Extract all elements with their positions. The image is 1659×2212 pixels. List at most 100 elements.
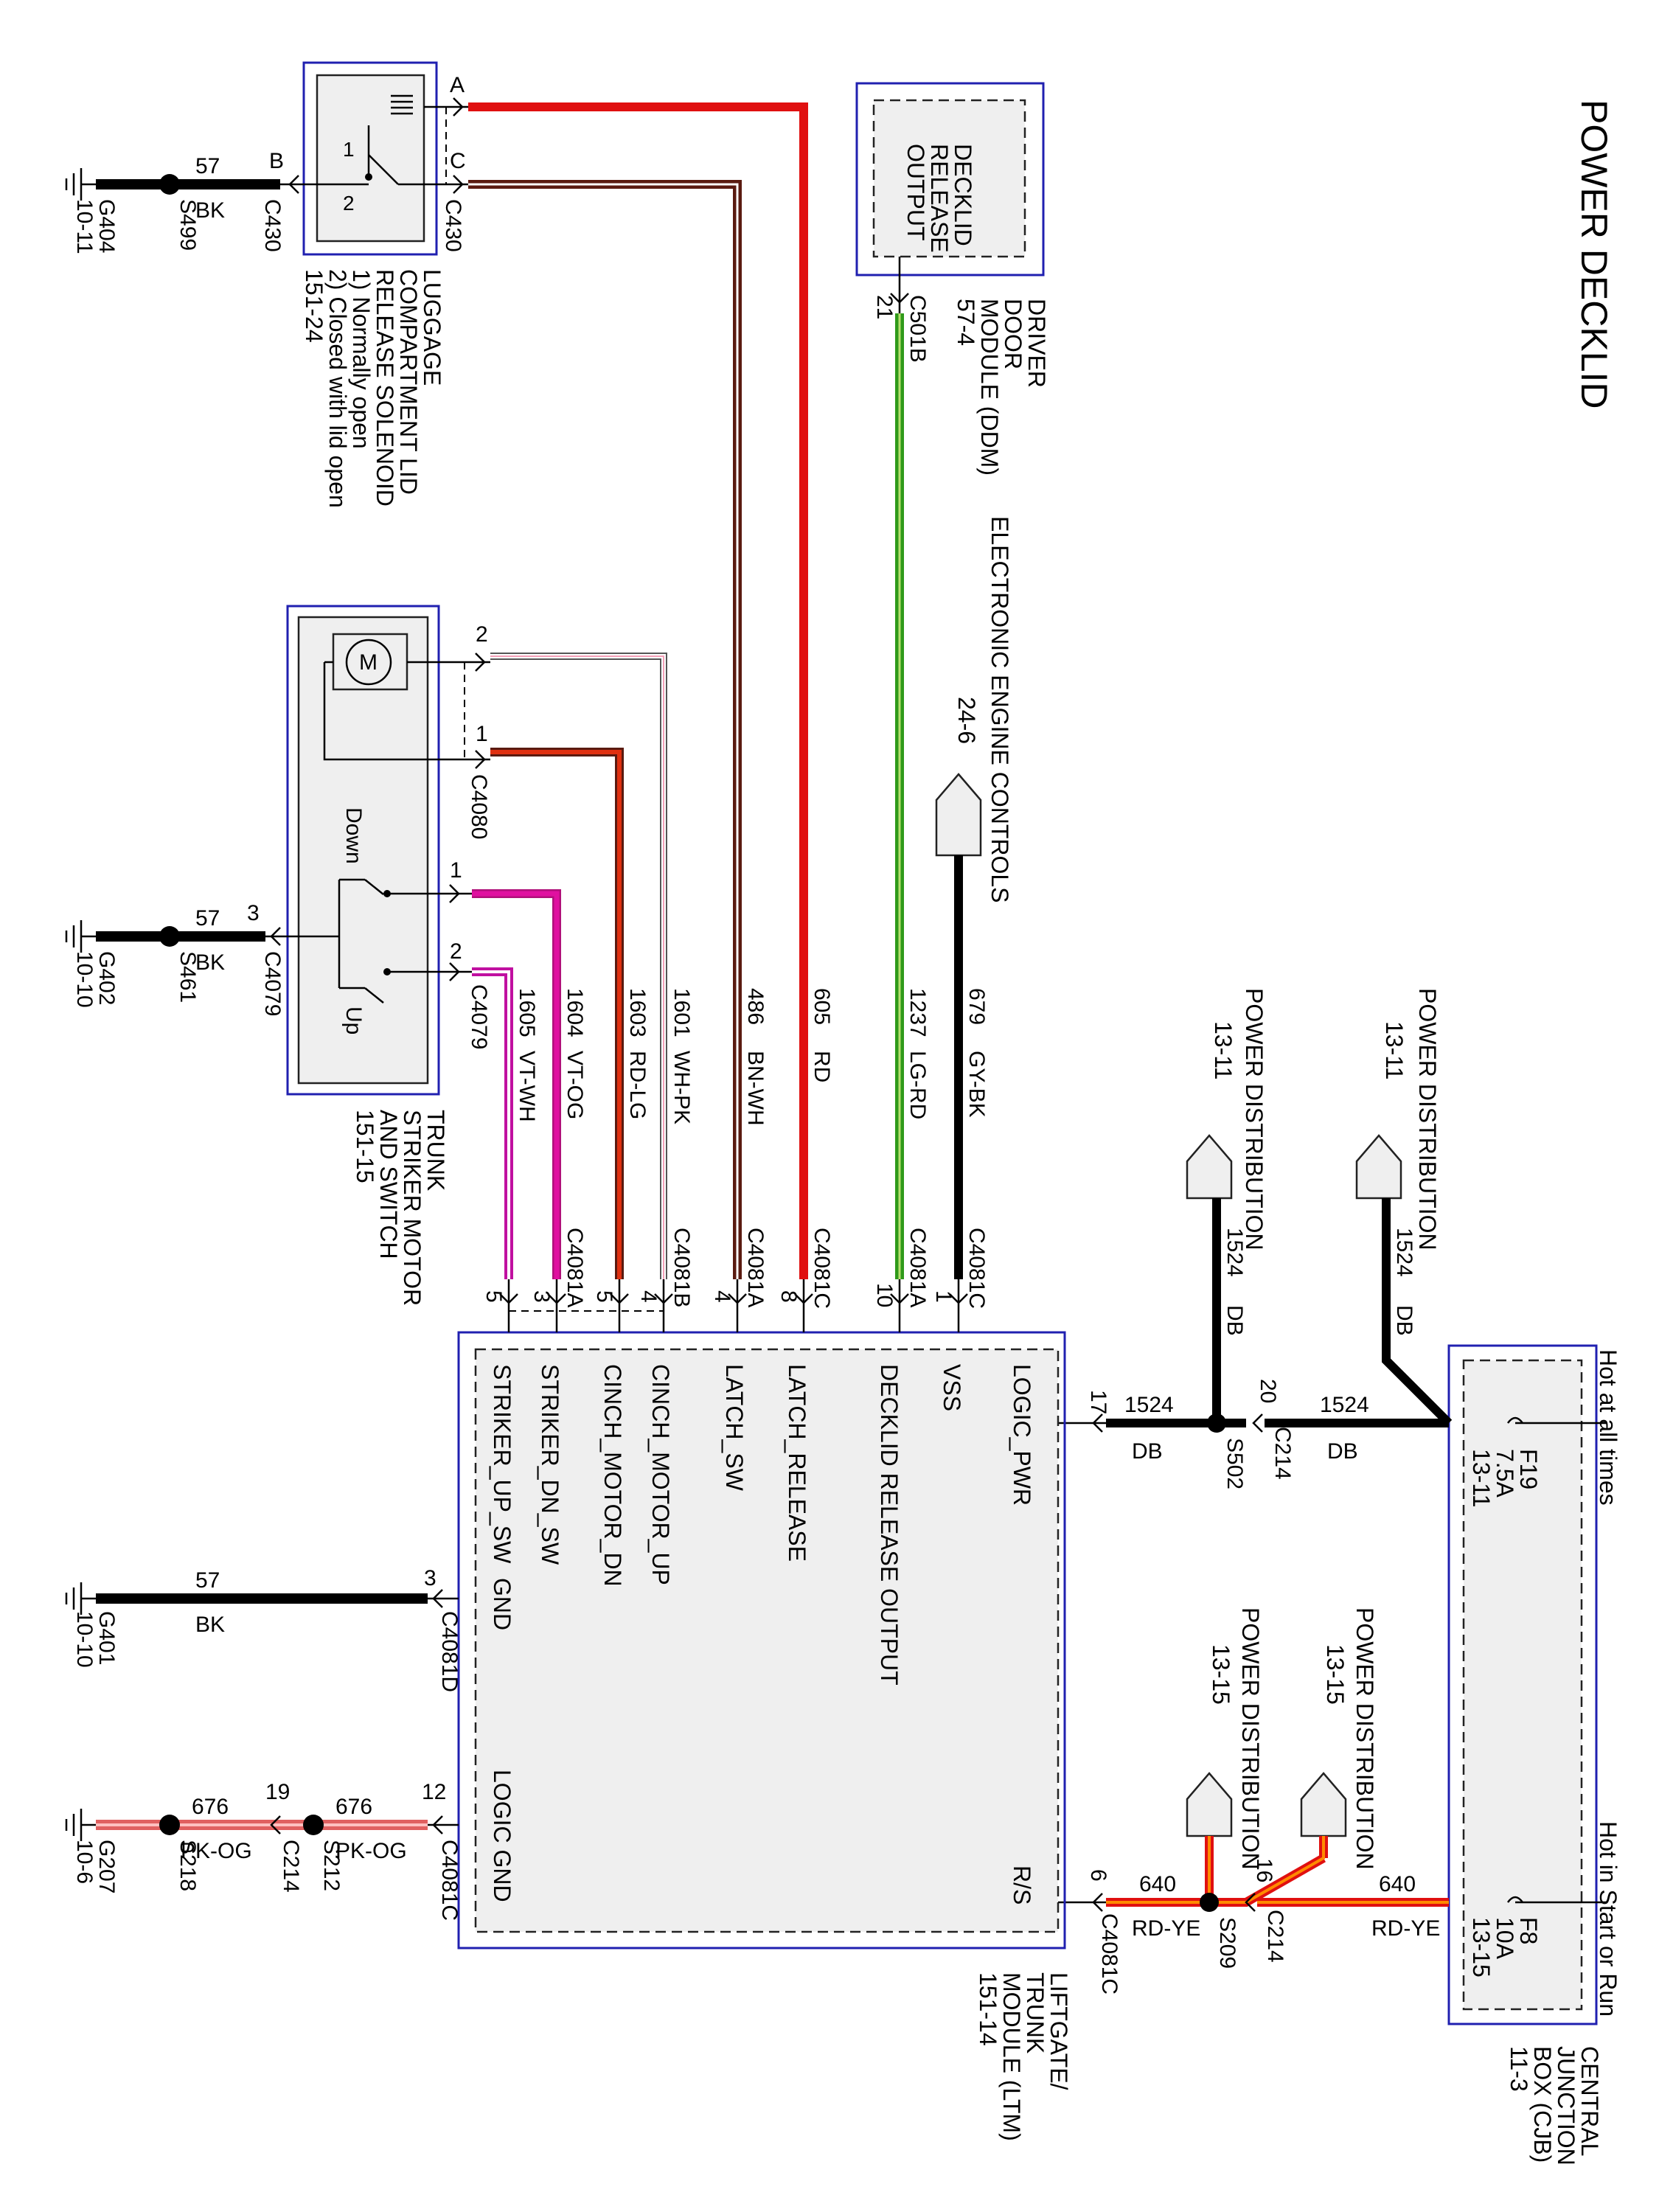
label-connectors-c4081c: C4081C [1097,1913,1121,1994]
label-modules-ltm-gnd: GND [489,1578,515,1630]
label-refs-pd_1315-1: 13-15 [1322,1644,1349,1705]
label-wires-w640-circuit: 640 [1379,1872,1416,1896]
label-modules-cjb-f19-1: 7.5A [1492,1449,1518,1498]
label-modules-solenoid-name-0: LUGGAGE [419,269,445,386]
label-pins-p2: 2 [450,939,462,964]
label-pins-p21: 21 [872,295,897,319]
label-modules-cjb-name-1: JUNCTION [1553,2046,1579,2166]
label-modules-ltm-name-3: 151-14 [975,1972,1001,2046]
label-modules-cjb-f19-0: F19 [1515,1449,1542,1489]
label-modules-solenoid-name-5: 151-24 [301,269,327,343]
label-modules-solenoid-name-2: RELEASE SOLENOID [372,269,398,507]
label-modules-ltm-latch_release: LATCH_RELEASE [784,1364,810,1562]
wire-1603: 1603 RD-LG 5 [490,748,650,1332]
label-wires-w605-circuit: 605 [810,988,834,1025]
label-connectors-c4079: C4079 [467,984,491,1049]
label-grounds-g402-0: G402 [94,951,119,1005]
label-modules-cjb-hot_always: Hot at all times [1595,1349,1621,1506]
label-wires-w1237-color: LG-RD [905,1051,930,1119]
label-wires-w1524-color: DB [1222,1305,1247,1336]
label-wires-w1603-circuit: 1603 [625,988,650,1037]
label-modules-striker-down: Down [341,807,366,864]
label-pins-p12: 12 [422,1780,446,1804]
label-modules-ltm-striker_up_sw: STRIKER_UP_SW [489,1364,515,1564]
label-refs-eec-0: ELECTRONIC ENGINE CONTROLS [987,516,1013,903]
label-modules-striker-motor: M [359,650,378,675]
label-pins-p5: 5 [592,1290,616,1303]
label-modules-striker-name-1: STRIKER MOTOR [399,1110,425,1306]
label-connectors-c214: C214 [1263,1910,1287,1963]
label-wires-w605-color: RD [810,1051,834,1082]
luggage-release-solenoid: A C B 1 2 C430 C430 LUGGAGE COMPARTMENT … [260,61,468,508]
label-modules-ltm-logic_pwr: LOGIC_PWR [1009,1364,1035,1506]
label-pins-p20: 20 [1256,1379,1280,1403]
wire-1605: 1605 VT-WH 5 [472,967,539,1332]
ground-g402: 57 BK S461 G402 10-10 [65,906,265,1008]
wire-640: 640 RD-YE 640 RD-YE 16 6 C214 S209 C4081… [1054,1836,1449,1994]
label-modules-ddm-inner-1: RELEASE [926,144,953,253]
wire-1604: 1604 VT-OG C4081A 3 [472,889,587,1332]
label-pins-p1: 1 [931,1290,956,1303]
label-pins-p2: 2 [343,192,355,215]
central-junction-box: Hot at all times Hot in Start or Run F19… [1447,1344,1621,2166]
label-connectors-c4081a: C4081A [743,1228,768,1307]
label-grounds-g401-1: 10-10 [72,1611,97,1668]
wire-1601: 1601 WH-PK C4081B 4 [490,653,694,1332]
label-pins-p17: 17 [1086,1390,1110,1414]
ground-g207: 676 PK-OG 676 PK-OG 12 19 C4081C C214 S2… [65,1780,462,1921]
label-modules-ddm-name-0: DRIVER [1023,299,1050,388]
label-connectors-c214: C214 [279,1840,303,1893]
power-distribution-ref-2: POWER DISTRIBUTION 13-11 [1186,988,1267,1251]
label-wires-w1524-color: DB [1132,1439,1163,1464]
label-connectors-c4081c: C4081C [964,1228,989,1309]
label-splices-s461: S461 [175,951,200,1003]
label-wires-w57-circuit: 57 [195,906,220,931]
wire-1237: 1237 LG-RD C4081A 10 [872,313,930,1332]
label-refs-pd_1315-0: POWER DISTRIBUTION [1352,1607,1378,1870]
label-pins-p4: 4 [636,1290,661,1303]
label-splices-s209: S209 [1215,1917,1239,1969]
label-refs-pd_1311-1: 13-11 [1210,1021,1237,1079]
label-refs-pd_1315-1: 13-15 [1208,1644,1234,1705]
label-pins-p2: 2 [476,622,488,647]
label-wires-w1524-circuit: 1524 [1222,1228,1247,1277]
power-distribution-ref-4: POWER DISTRIBUTION 13-15 [1186,1607,1264,1870]
label-wires-w1237-circuit: 1237 [905,988,930,1037]
label-wires-w486-circuit: 486 [743,988,768,1025]
label-wires-w57-color: BK [195,198,225,223]
wire-605: 605 RD C4081C 8 [468,102,834,1332]
label-wires-w57-circuit: 57 [195,154,220,178]
label-modules-cjb-f8-1: 10A [1492,1917,1518,1960]
label-wires-w1524-circuit: 1524 [1320,1393,1369,1417]
label-pins-p1: 1 [450,858,462,883]
ground-g404: 57 BK S499 G404 10-11 [65,154,280,254]
label-pins-p1: 1 [343,138,355,161]
label-splices-s502: S502 [1222,1438,1247,1489]
label-connectors-c430: C430 [260,199,285,252]
wire-486: 486 BN-WH C4081A 4 [468,180,768,1332]
label-wires-w640-color: RD-YE [1132,1916,1200,1941]
label-modules-ltm-name-1: TRUNK [1022,1972,1048,2053]
label-modules-ddm-name-1: DOOR [1000,299,1026,369]
label-modules-striker-up: Up [341,1006,366,1034]
label-modules-cjb-f8-0: F8 [1515,1917,1542,1944]
label-wires-w1524-color: DB [1327,1439,1358,1464]
label-refs-pd_1311-0: POWER DISTRIBUTION [1414,988,1441,1251]
label-wires-w1524-color: DB [1392,1305,1416,1336]
label-modules-ltm-logic_gnd: LOGIC GND [489,1770,515,1902]
trunk-striker-motor: M 2 1 C4080 Down Up 1 2 C4079 3 C4079 TR… [247,605,491,1306]
label-wires-w1605-color: VT-WH [515,1051,539,1122]
label-wires-w676-circuit: 676 [192,1795,229,1819]
label-modules-striker-name-2: AND SWITCH [375,1110,402,1259]
label-wires-w57-color: BK [195,950,225,975]
label-connectors-c4081a: C4081A [905,1228,930,1307]
label-grounds-g401-0: G401 [94,1611,119,1665]
label-wires-w679-circuit: 679 [964,988,989,1025]
label-pins-p3: 3 [529,1290,554,1303]
label-connectors-c501b: C501B [905,295,930,363]
label-pins-pC: C [450,149,466,173]
label-splices-s218: S218 [175,1840,200,1891]
label-connectors-c4079: C4079 [260,951,285,1016]
diagram-title: POWER DECKLID [1573,100,1615,409]
